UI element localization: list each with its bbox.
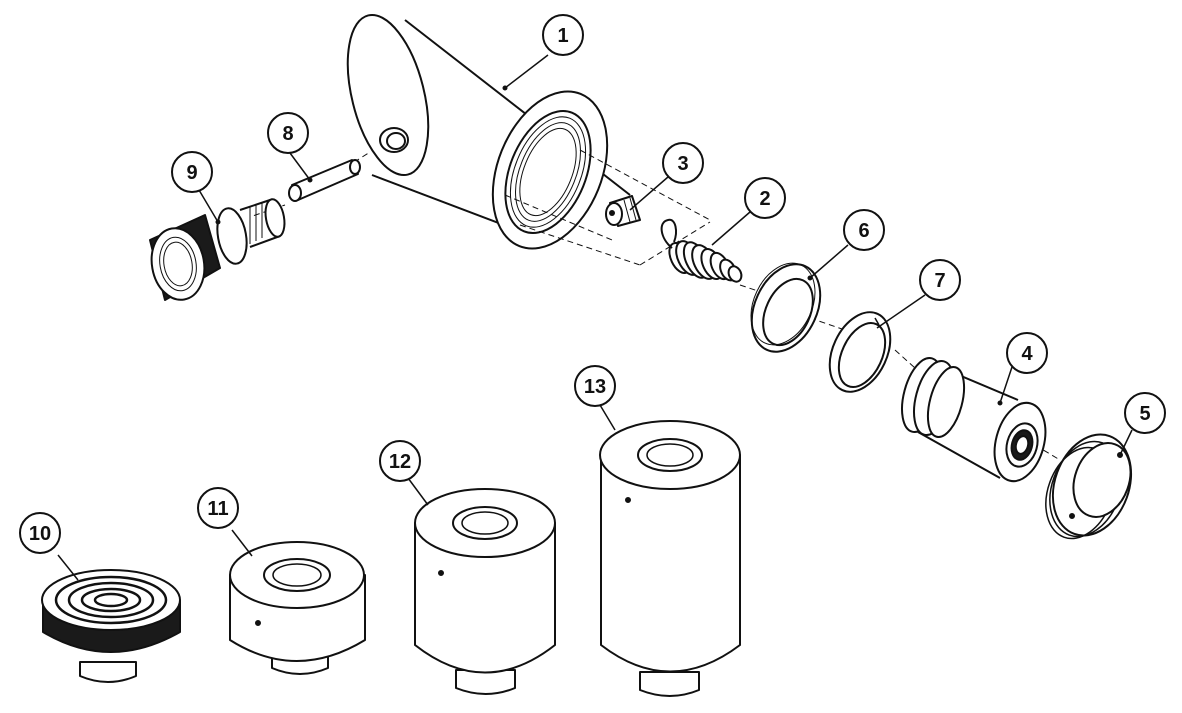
- part-pin: [288, 159, 361, 202]
- part-seal-ring: [750, 262, 822, 353]
- callout-6-label: 6: [858, 220, 869, 242]
- leader-lines: [57, 54, 1133, 581]
- part-cylinder-body: [346, 13, 631, 250]
- part-set-screw: [605, 195, 641, 227]
- callout-12-label: 12: [389, 451, 411, 473]
- part-plunger: [901, 357, 1047, 483]
- callout-13: 13: [574, 365, 616, 407]
- callout-7: 7: [919, 259, 961, 301]
- callout-1-label: 1: [557, 25, 568, 47]
- callout-7-label: 7: [934, 270, 945, 292]
- callout-1: 1: [542, 14, 584, 56]
- part-spring: [660, 218, 743, 290]
- callout-2: 2: [744, 177, 786, 219]
- callout-9: 9: [171, 151, 213, 193]
- callout-13-label: 13: [584, 376, 606, 398]
- callout-6: 6: [843, 209, 885, 251]
- callout-11-label: 11: [207, 498, 228, 520]
- callouts: 1 2 3 4 5 6 7 8: [19, 14, 1166, 554]
- part-saddle: [41, 569, 181, 683]
- part-extension-long: [599, 420, 741, 697]
- part-coupler-fitting: [149, 198, 286, 301]
- callout-12: 12: [379, 440, 421, 482]
- part-extension-medium: [414, 488, 556, 695]
- callout-5: 5: [1124, 392, 1166, 434]
- part-gland-nut: [1045, 433, 1133, 540]
- part-snap-ring: [828, 311, 892, 393]
- callout-9-label: 9: [186, 162, 197, 184]
- callout-10-label: 10: [29, 523, 51, 545]
- callout-3-label: 3: [677, 153, 688, 175]
- callout-2-label: 2: [759, 188, 770, 210]
- callout-11: 11: [197, 487, 239, 529]
- callout-4: 4: [1006, 332, 1048, 374]
- callout-8-label: 8: [282, 123, 293, 145]
- part-extension-short: [229, 541, 366, 675]
- callout-10: 10: [19, 512, 61, 554]
- callout-4-label: 4: [1021, 343, 1033, 365]
- callout-3: 3: [662, 142, 704, 184]
- callout-8: 8: [267, 112, 309, 154]
- callout-5-label: 5: [1139, 403, 1150, 425]
